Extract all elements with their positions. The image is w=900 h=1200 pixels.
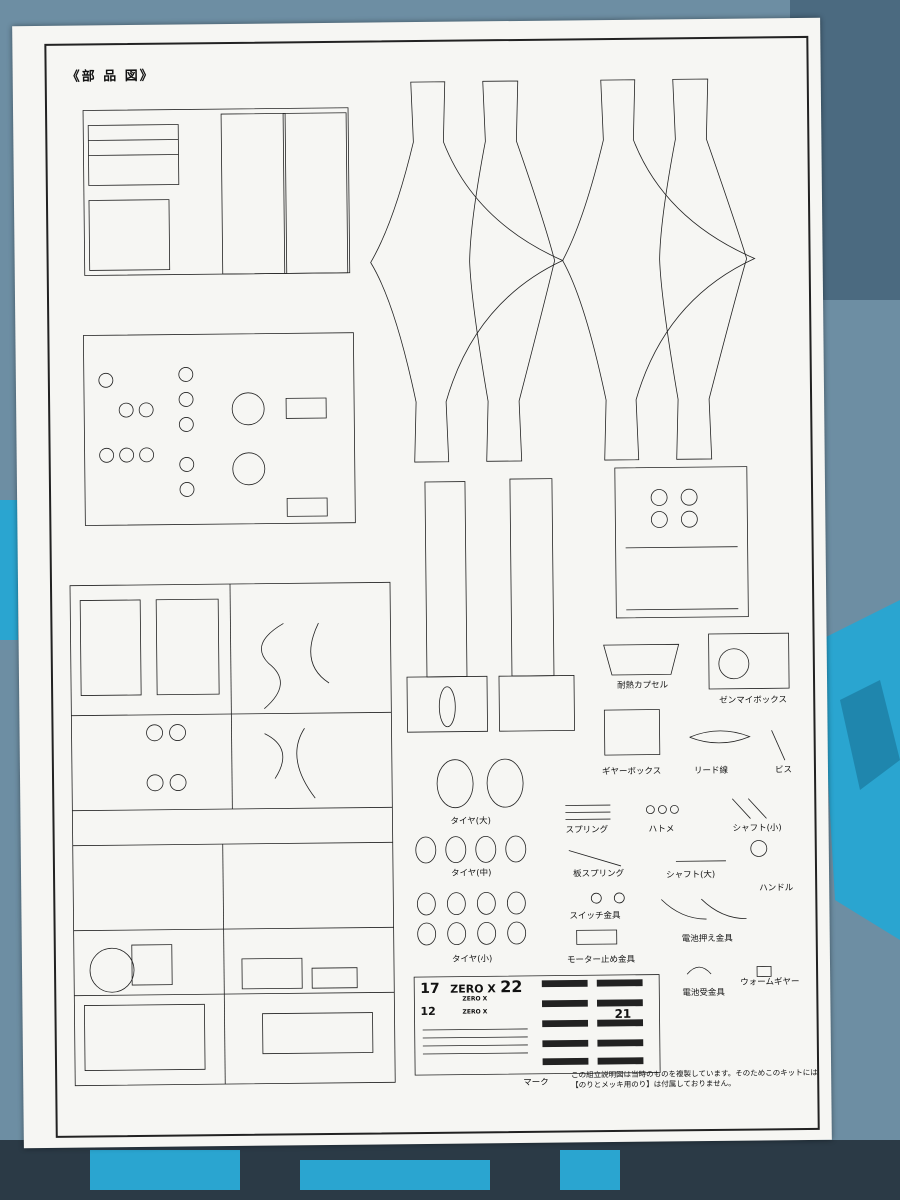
label-battery-holder: 電池押え金具 <box>681 933 733 945</box>
decal-zerox-small-2: ZERO X <box>462 1008 488 1016</box>
runner-top-left <box>82 107 351 276</box>
label-tire-large: タイヤ(大) <box>450 816 491 827</box>
decal-zerox-small-1: ZERO X <box>462 995 488 1003</box>
label-shaft-large: シャフト(大) <box>666 869 716 881</box>
label-gear-box: ギヤーボックス <box>601 766 662 778</box>
instruction-sheet: 《部 品 図》 耐熱カプセル ゼンマイボックス ギヤーボックス リード線 ビス … <box>12 17 832 1149</box>
label-decal: マーク <box>523 1077 549 1088</box>
page-title: 《部 品 図》 <box>66 68 155 85</box>
chassis-halves <box>406 478 575 733</box>
decal-number-21: 21 <box>614 1006 632 1022</box>
decal-zerox-large: ZERO X <box>450 982 496 996</box>
label-tire-small: タイヤ(小) <box>451 954 493 965</box>
decal-number-12: 12 <box>420 1004 436 1019</box>
label-tire-medium: タイヤ(中) <box>450 868 492 879</box>
hardware <box>565 798 772 977</box>
label-switch-fitting: スイッチ金具 <box>569 910 621 922</box>
label-zenmai-box: ゼンマイボックス <box>719 695 788 706</box>
wing-halves <box>370 78 756 463</box>
runner-small <box>614 466 749 619</box>
label-spring: スプリング <box>565 825 609 836</box>
label-screw: ビス <box>774 765 793 776</box>
label-handle: ハンドル <box>759 883 794 894</box>
label-leaf-spring: 板スプリング <box>573 868 625 880</box>
label-motor-stop: モーター止め金具 <box>566 954 636 966</box>
label-battery-receiver: 電池受金具 <box>682 987 725 999</box>
decal-number-22: 22 <box>500 976 523 997</box>
parts-diagram <box>69 78 790 1087</box>
decal-sheet <box>413 974 661 1076</box>
decal-number-17: 17 <box>420 980 440 998</box>
tires <box>415 758 527 946</box>
runner-wheels <box>82 332 356 526</box>
label-capsule: 耐熱カプセル <box>617 680 669 691</box>
label-eyelet: ハトメ <box>648 824 675 835</box>
label-shaft-small: シャフト(小) <box>732 823 782 834</box>
label-lead-wire: リード線 <box>693 765 729 777</box>
accessory-parts <box>603 632 790 761</box>
runner-body <box>69 581 396 1087</box>
reproduction-note: この組立説明図は当時のものを複製しています。そのためこのキットには 【のりとメッ… <box>571 1068 821 1091</box>
label-worm-gear: ウォームギヤー <box>740 977 800 988</box>
